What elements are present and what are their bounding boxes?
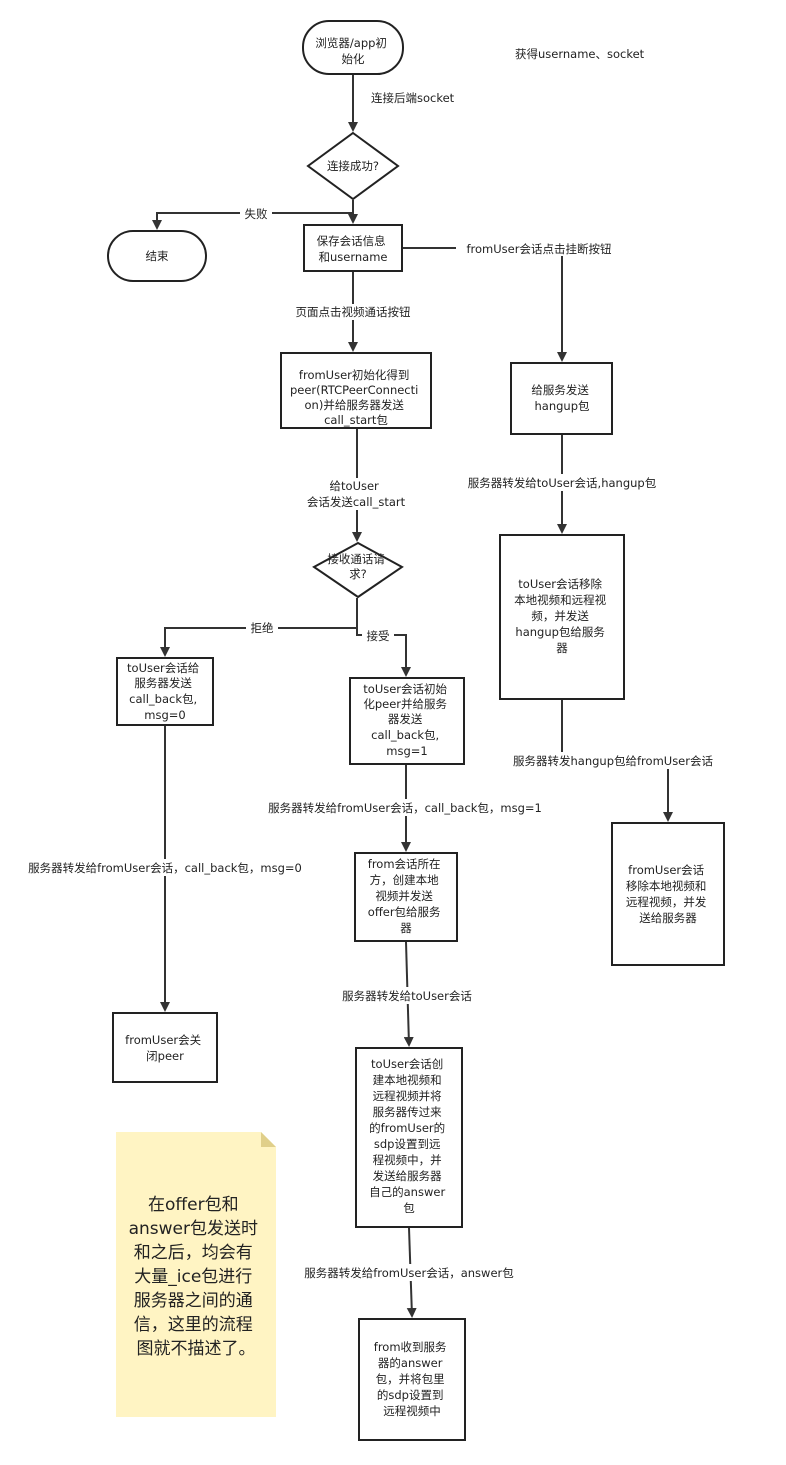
label-forward-msg1: 服务器转发给fromUser会话，call_back包，msg=1 [268,801,542,815]
init-peer-node [280,352,432,429]
end-node [107,230,207,282]
close-peer-node [112,1012,218,1083]
texts: 获得username、socket 浏览器/app初 始化 连接成功? 结束 保… [28,36,713,1418]
reject-send-text: toUser会话给 服务器发送 call_back包, msg=0 [127,661,203,722]
receive-answer-node [358,1318,466,1441]
edge-save-to-hangup [402,247,567,362]
label-forward-offer: 服务器转发给toUser会话 [342,989,472,1003]
accept-decision [312,541,404,599]
init-peer-text: fromUser初始化得到 peer(RTCPeerConnecti on)并给… [290,368,422,427]
end-node-text: 结束 [146,249,169,263]
fromuser-remove-node [611,822,725,966]
close-peer-text: fromUser会关 闭peer [125,1033,205,1063]
fromuser-remove-text: fromUser会话 移除本地视频和 远程视频，并发 送给服务器 [626,863,710,925]
create-offer-node [354,852,458,942]
save-session-node [303,224,403,272]
nodes [107,20,725,1441]
label-backgrounds [14,206,724,1281]
label-video-click: 页面点击视频通话按钮 [296,305,411,319]
label-forward-hangup-fromuser: 服务器转发hangup包给fromUser会话 [513,754,713,768]
connected-decision [306,131,400,201]
label-forward-answer: 服务器转发给fromUser会话，answer包 [304,1266,514,1280]
create-answer-text: toUser会话创 建本地视频和 远程视频并将 服务器传过来 的fromUser… [369,1057,449,1215]
touser-remove-text: toUser会话移除 本地视频和远程视 频，并发送 hangup包给服务 器 [514,577,610,655]
receive-answer-text: from收到服务 器的answer 包，并将包里 的sdp设置到 远程视频中 [374,1340,450,1418]
accept-decision-text: 接收通话请 求? [327,552,388,581]
label-fail: 失败 [245,207,268,221]
connected-decision-text: 连接成功? [327,159,379,173]
reject-send-node [116,657,214,726]
side-note-text: 获得username、socket [515,47,645,61]
create-answer-node [355,1047,463,1228]
label-connect-socket: 连接后端socket [371,91,455,105]
start-node-text: 浏览器/app初 始化 [315,36,390,66]
label-reject: 拒绝 [251,621,274,635]
sticky-note-text: 在offer包和 answer包发送时 和之后，均会有 大量_ice包进行 服务… [129,1195,264,1359]
sticky-note [116,1132,276,1417]
touser-remove-node [499,534,625,700]
label-accept: 接受 [367,629,390,643]
start-node [302,20,404,75]
accept-send-text: toUser会话初始 化peer并给服务 器发送 call_back包, msg… [363,682,450,758]
hangup-send-text: 给服务发送 hangup包 [531,383,592,413]
label-forward-msg0: 服务器转发给fromUser会话，call_back包，msg=0 [28,861,302,875]
edge-fail-to-end [152,212,353,230]
save-session-text: 保存会话信息 和username [317,234,390,264]
hangup-send-node [510,362,613,435]
label-send-call-start: 给toUser 会话发送call_start [307,479,406,509]
accept-send-node [349,677,465,765]
label-hangup-click: fromUser会话点击挂断按钮 [467,242,612,256]
label-forward-hangup-touser: 服务器转发给toUser会话,hangup包 [468,476,657,490]
create-offer-text: from会话所在 方，创建本地 视频并发送 offer包给服务 器 [368,857,444,935]
